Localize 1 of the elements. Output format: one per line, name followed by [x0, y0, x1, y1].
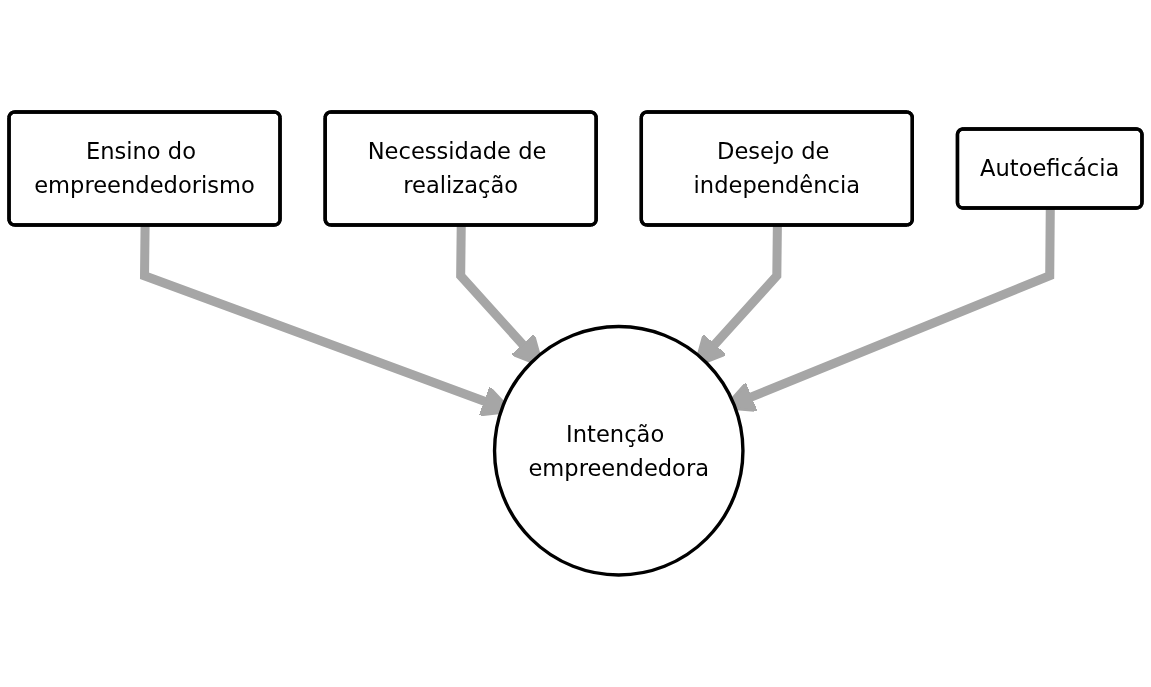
node-circle: Intenção empreendedora — [492, 324, 745, 577]
